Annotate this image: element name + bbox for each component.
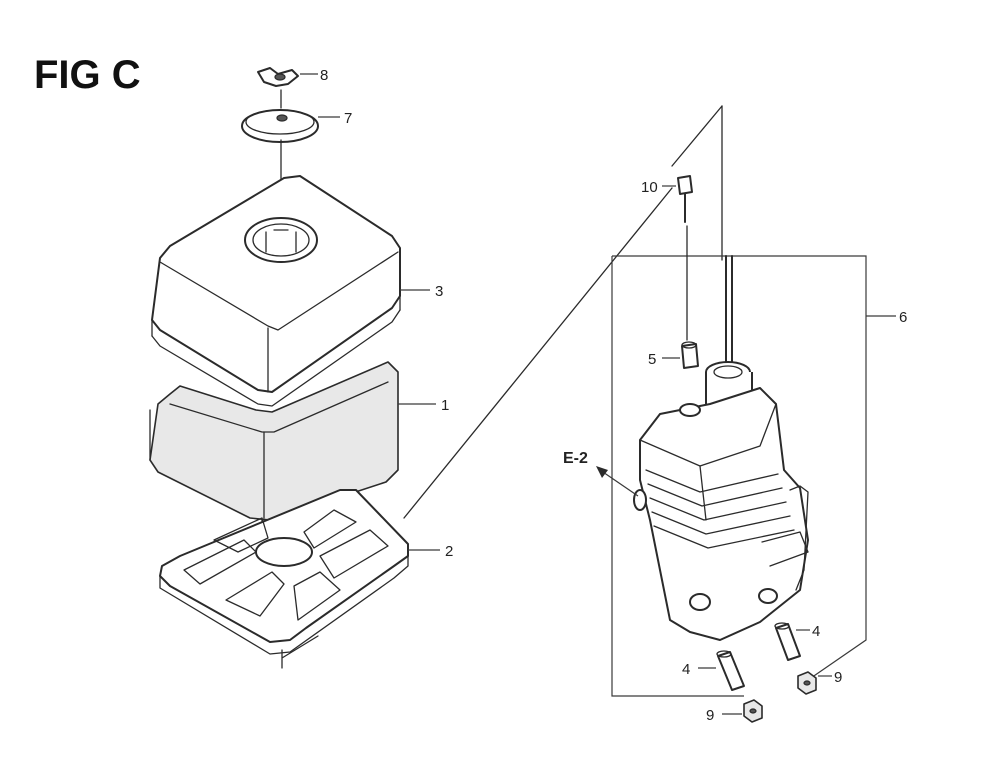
reference-arrow: [599, 469, 639, 497]
base-plate-grid: [159, 489, 409, 655]
callout-4-right: 4: [812, 623, 820, 640]
bracket-6: [611, 255, 867, 697]
washer-plate: [241, 109, 319, 143]
callout-1: 1: [441, 397, 449, 414]
air-cleaner-cover: [151, 175, 401, 407]
callout-9-right: 9: [834, 669, 842, 686]
nut-right: [797, 671, 817, 695]
callout-7: 7: [344, 110, 352, 127]
connector-line: [403, 187, 673, 519]
figure-title: FIG C: [34, 53, 141, 97]
callout-10: 10: [641, 179, 658, 196]
callout-8: 8: [320, 67, 328, 84]
callout-6: 6: [899, 309, 907, 326]
callout-3: 3: [435, 283, 443, 300]
nut-left: [743, 699, 763, 723]
arrowhead-icon: [596, 466, 608, 478]
callout-2: 2: [445, 543, 453, 560]
air-cleaner-case: [633, 361, 809, 641]
callout-5: 5: [648, 351, 656, 368]
wing-nut: [257, 67, 299, 87]
callout-4-left: 4: [682, 661, 690, 678]
dowel-pin-left: [716, 650, 745, 691]
foam-element: [149, 361, 399, 521]
callout-9-left: 9: [706, 707, 714, 724]
reference-label: E-2: [563, 450, 588, 467]
dowel-pin-right: [774, 622, 801, 661]
bolt: [677, 175, 693, 223]
collar: [681, 341, 699, 369]
